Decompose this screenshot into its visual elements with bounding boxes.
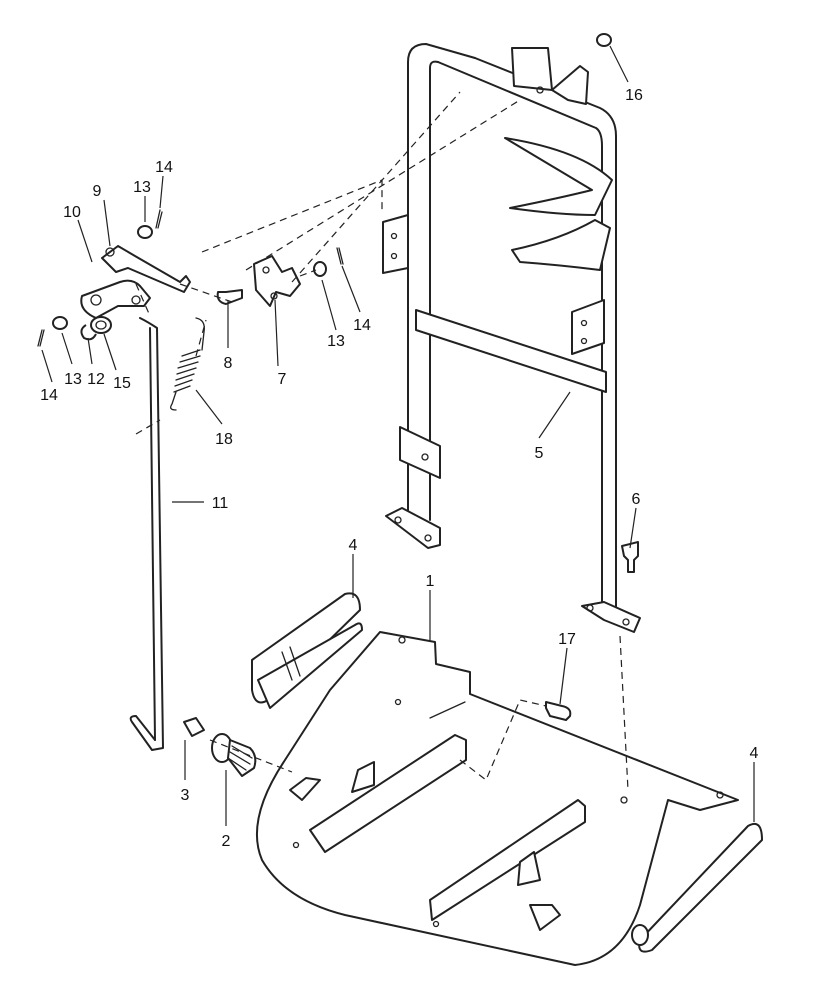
callout-12: 12 bbox=[87, 371, 105, 388]
callout-3: 3 bbox=[181, 787, 190, 804]
rod bbox=[129, 317, 164, 751]
callout-15: 15 bbox=[113, 375, 131, 392]
bushing-15 bbox=[90, 316, 112, 334]
cotter-pin-14c bbox=[336, 247, 344, 265]
lever-assembly bbox=[80, 245, 191, 319]
callout-1: 1 bbox=[426, 573, 435, 590]
callout-6: 6 bbox=[632, 491, 641, 508]
callout-7: 7 bbox=[278, 371, 287, 388]
callout-13b: 13 bbox=[64, 371, 82, 388]
callout-13a: 13 bbox=[133, 179, 151, 196]
callout-10: 10 bbox=[63, 204, 81, 221]
washer-13c bbox=[313, 261, 327, 277]
small-parts bbox=[37, 33, 639, 777]
nut-16 bbox=[596, 33, 612, 47]
leader-lines bbox=[41, 45, 755, 826]
seat-plate bbox=[255, 631, 739, 966]
callout-16: 16 bbox=[625, 87, 643, 104]
spring bbox=[170, 317, 205, 411]
callout-14a: 14 bbox=[40, 387, 58, 404]
seat-frame bbox=[382, 43, 641, 633]
bolt-8 bbox=[216, 289, 243, 305]
callout-18: 18 bbox=[215, 431, 233, 448]
callout-8: 8 bbox=[224, 355, 233, 372]
callout-5: 5 bbox=[535, 445, 544, 462]
cotter-pin-14a bbox=[155, 209, 163, 229]
callout-4b: 4 bbox=[750, 745, 759, 762]
bolt-17 bbox=[545, 701, 572, 721]
callout-4a: 4 bbox=[349, 537, 358, 554]
callout-14c: 14 bbox=[353, 317, 371, 334]
clip-12 bbox=[80, 324, 97, 341]
callouts: 1 2 3 4 4 5 6 7 8 9 10 11 12 13 13 13 14… bbox=[40, 87, 758, 850]
bracket-7 bbox=[253, 255, 301, 307]
washer-13b bbox=[52, 316, 68, 330]
bolt-3 bbox=[183, 717, 205, 737]
cotter-pin-14b bbox=[37, 329, 45, 347]
callout-2: 2 bbox=[222, 833, 231, 850]
bolt-6 bbox=[621, 541, 639, 573]
callout-11: 11 bbox=[212, 495, 229, 512]
callout-14b: 14 bbox=[155, 159, 173, 176]
callout-9: 9 bbox=[93, 183, 102, 200]
tube-cushion-right bbox=[631, 822, 763, 953]
tube-cushion-left bbox=[251, 592, 363, 709]
washer-13a bbox=[137, 225, 153, 239]
callout-13c: 13 bbox=[327, 333, 345, 350]
alignment-lines bbox=[135, 91, 629, 791]
callout-17: 17 bbox=[558, 631, 576, 648]
